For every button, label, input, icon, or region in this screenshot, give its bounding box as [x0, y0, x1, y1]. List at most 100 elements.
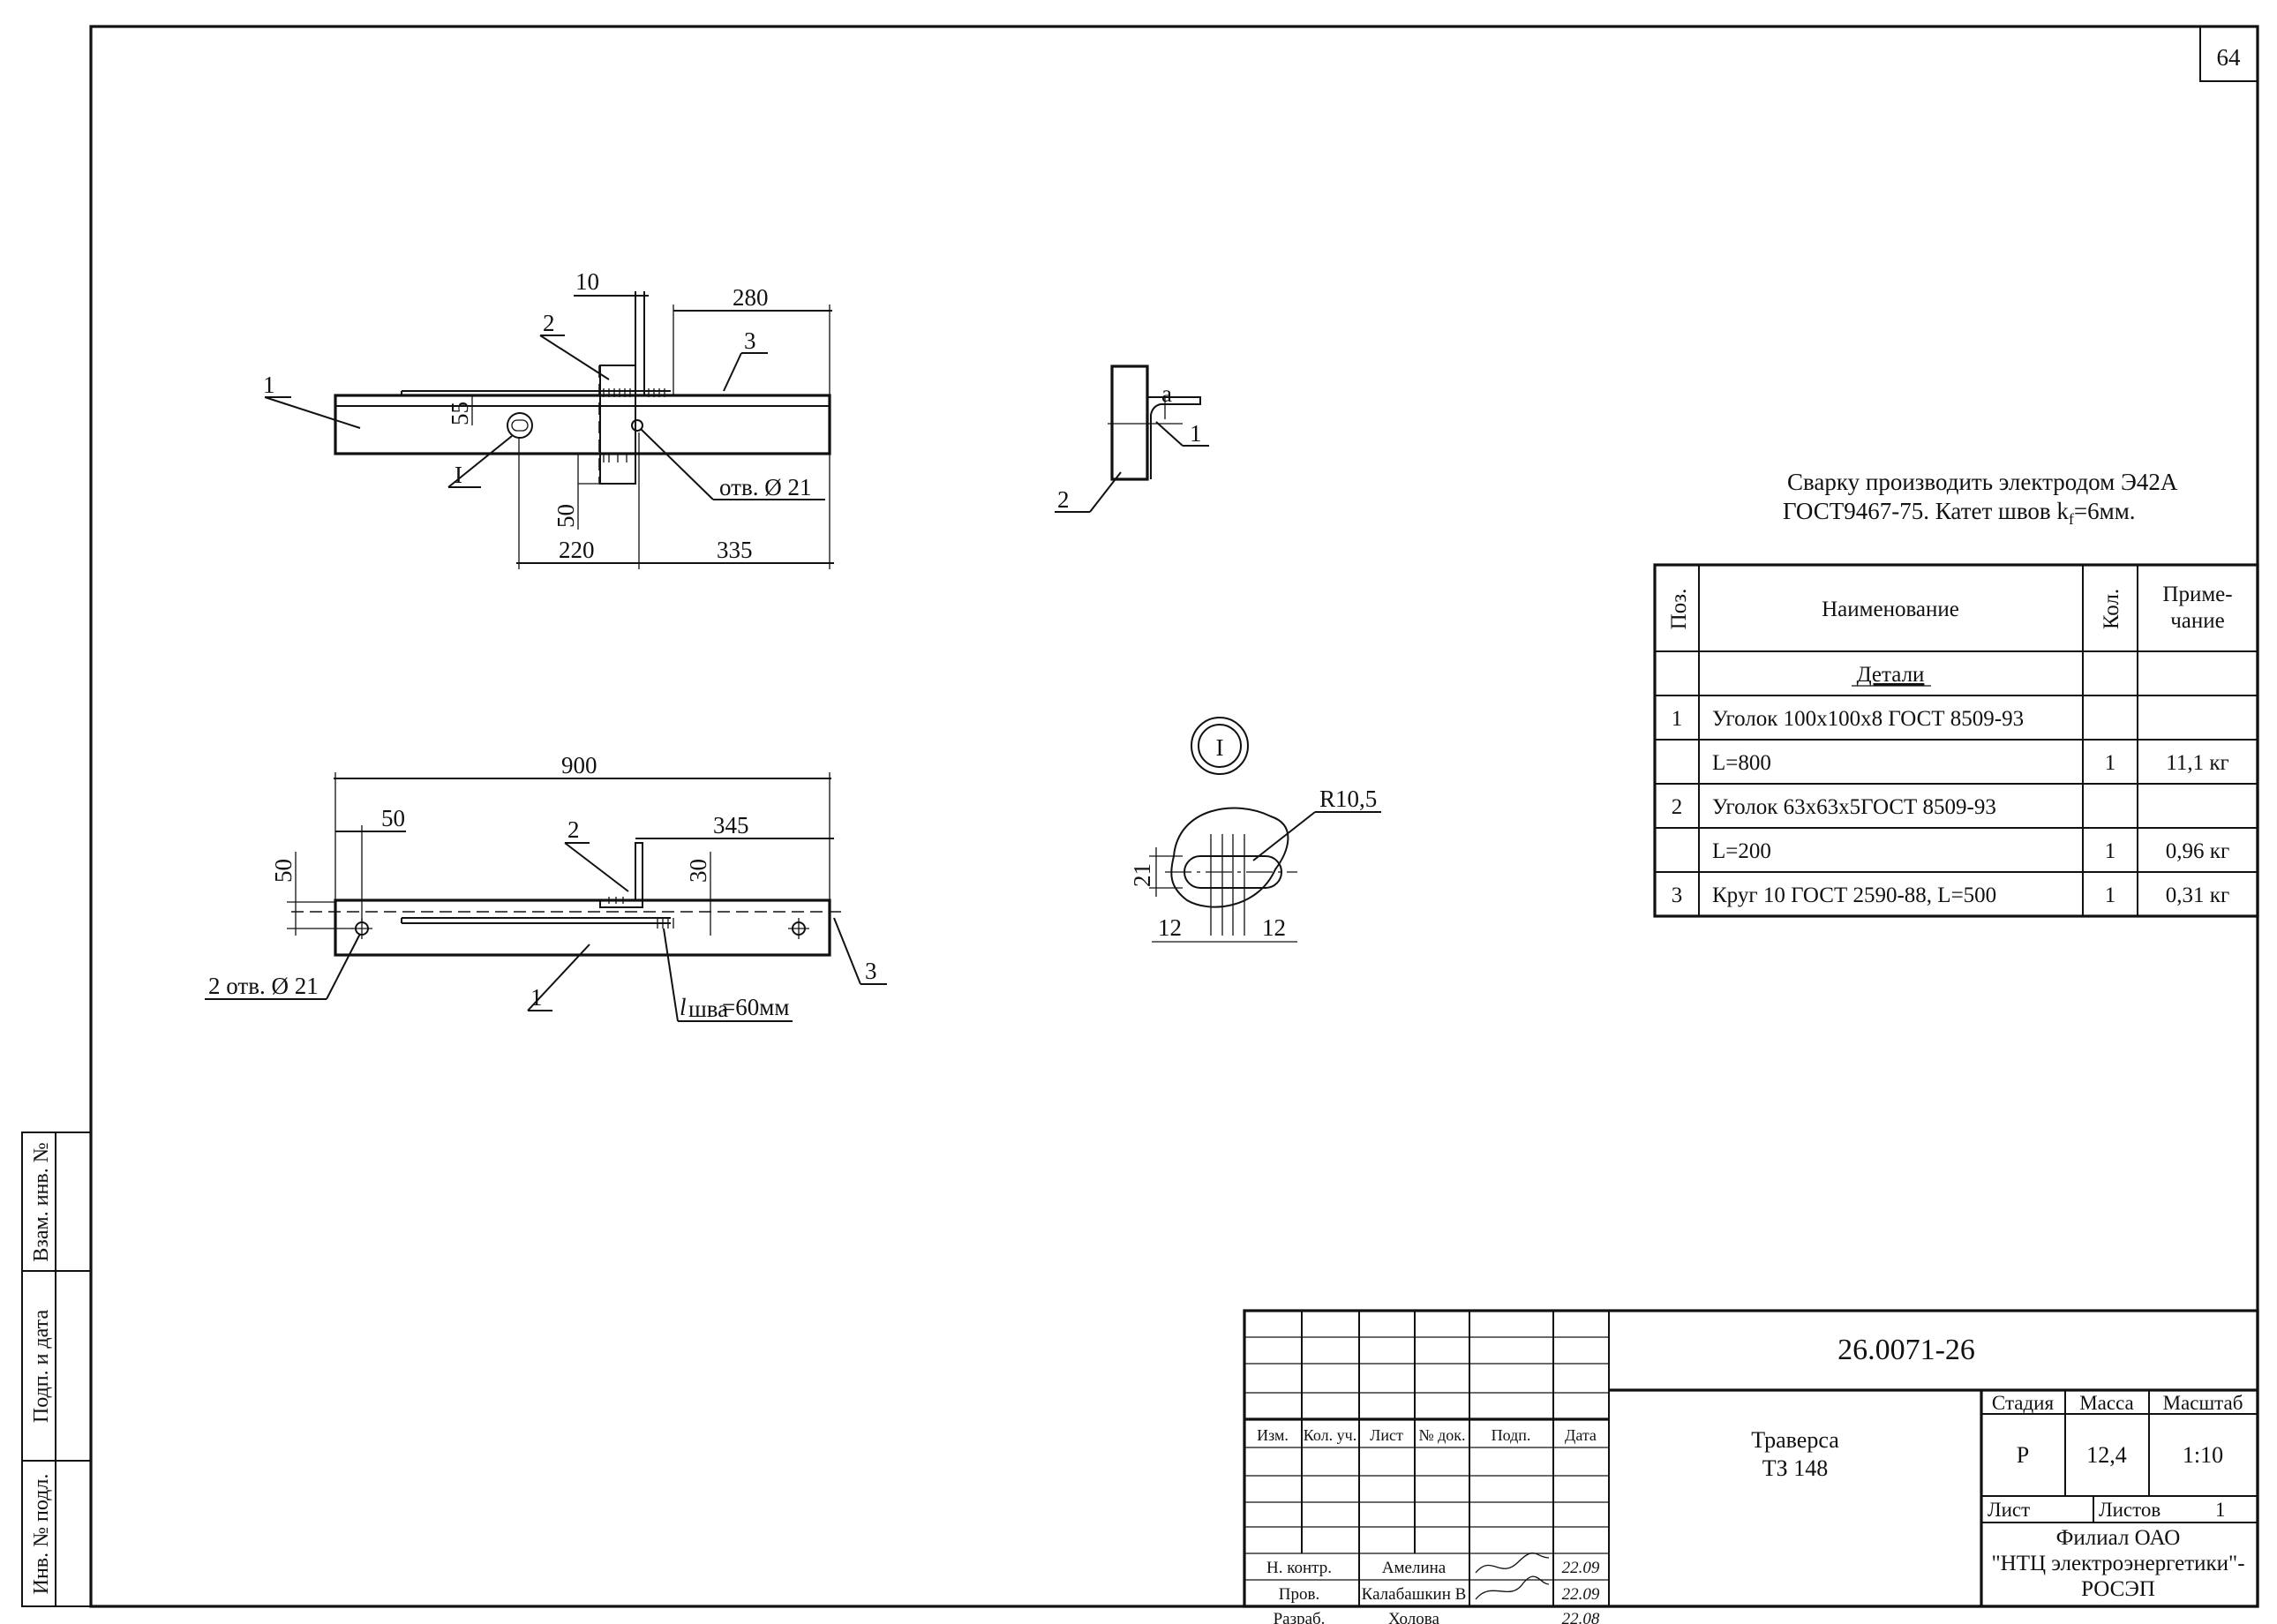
spec-header-qty: Кол. — [2100, 589, 2123, 629]
title-line-1: Траверса — [1751, 1427, 1839, 1453]
svg-text:0,31 кг: 0,31 кг — [2166, 883, 2229, 907]
svg-text:11,1 кг: 11,1 кг — [2166, 751, 2228, 775]
top-dim-220: 220 — [559, 537, 595, 563]
spec-header-pos: Поз. — [1667, 589, 1691, 630]
front-view: 900 50 345 50 30 2 1 3 2 отв. Ø 21 — [205, 752, 887, 1022]
angle-2-top — [599, 365, 636, 485]
doc-code: 26.0071-26 — [1837, 1334, 1975, 1366]
title-line-2: ТЗ 148 — [1762, 1455, 1828, 1481]
front-dim-900: 900 — [561, 752, 597, 778]
signature — [1475, 1575, 1550, 1600]
svg-text:1: 1 — [2105, 883, 2116, 907]
title-role-row: Разраб. Холова 22.08 — [1274, 1610, 1600, 1624]
scale-label: Масштаб — [2163, 1392, 2243, 1414]
spec-header-name: Наименование — [1822, 598, 1959, 621]
org-line-1: Филиал ОАО — [2056, 1526, 2181, 1550]
svg-text:22.09: 22.09 — [1562, 1585, 1600, 1604]
spec-table: Поз. Наименование Кол. Приме- чание Дета… — [1653, 563, 2259, 918]
svg-text:Разраб.: Разраб. — [1274, 1610, 1326, 1624]
stamp-inv-zam: Взам. инв. № — [30, 1142, 53, 1261]
top-dim-10: 10 — [575, 268, 599, 295]
notes: Сварку производить электродом Э42А ГОСТ9… — [1783, 469, 2178, 528]
detail-dim-12a: 12 — [1158, 914, 1182, 941]
table-row: 2 Уголок 63х63х5ГОСТ 8509-93 — [1672, 795, 1996, 819]
svg-text:№ док.: № док. — [1418, 1426, 1465, 1444]
svg-text:L=200: L=200 — [1712, 839, 1771, 863]
detail-marker: I — [1216, 734, 1224, 761]
svg-text:22.08: 22.08 — [1562, 1610, 1600, 1624]
weld-symbol: l — [680, 994, 687, 1020]
stamp-inv-podl: Инв. № подл. — [30, 1474, 53, 1595]
table-row: L=800 1 11,1 кг — [1712, 751, 2229, 775]
front-pos-3: 3 — [865, 958, 877, 984]
angle-1-front — [334, 898, 831, 957]
top-pos-3: 3 — [744, 327, 756, 354]
sheets-label: Листов — [2099, 1499, 2161, 1521]
title-role-row: Н. контр. Амелина 22.09 — [1266, 1552, 1600, 1577]
mass-value: 12,4 — [2086, 1442, 2127, 1468]
side-stamp: Взам. инв. № Подп. и дата Инв. № подл. — [21, 1132, 92, 1607]
svg-text:3: 3 — [1672, 883, 1683, 907]
sheet-number-box — [2199, 26, 2258, 82]
table-row: 3 Круг 10 ГОСТ 2590-88, L=500 1 0,31 кг — [1672, 883, 2229, 907]
front-dim-345: 345 — [713, 812, 749, 838]
table-row: L=200 1 0,96 кг — [1712, 839, 2229, 863]
stage-value: Р — [2017, 1442, 2029, 1468]
stage-label: Стадия — [1992, 1392, 2055, 1414]
sheet-label: Лист — [1988, 1499, 2030, 1521]
svg-text:Кол. уч.: Кол. уч. — [1304, 1426, 1356, 1444]
detail-dim-radius: R10,5 — [1319, 786, 1377, 812]
svg-text:1: 1 — [1672, 707, 1683, 731]
svg-text:Калабашкин В: Калабашкин В — [1362, 1585, 1467, 1604]
svg-text:Уголок 63х63х5ГОСТ 8509-93: Уголок 63х63х5ГОСТ 8509-93 — [1712, 795, 1996, 819]
front-dim-50a: 50 — [381, 805, 405, 831]
side-view: a 1 2 — [1055, 365, 1209, 513]
svg-text:Н. контр.: Н. контр. — [1266, 1559, 1332, 1577]
spec-header-note-2: чание — [2170, 609, 2225, 633]
svg-text:Дата: Дата — [1565, 1426, 1597, 1444]
note-line-1: Сварку производить электродом Э42А — [1787, 469, 2178, 495]
stamp-sign-date: Подп. и дата — [30, 1310, 53, 1424]
svg-text:a: a — [1161, 380, 1172, 407]
org-line-3: РОСЭП — [2081, 1577, 2155, 1601]
angle-1-top — [334, 394, 831, 455]
sheets-count: 1 — [2215, 1499, 2226, 1521]
top-dim-280: 280 — [733, 284, 769, 311]
top-detail-label: I — [455, 462, 462, 488]
detail-weld-outline — [1170, 807, 1289, 908]
spec-section-title: Детали — [1857, 663, 1925, 687]
svg-text:1: 1 — [2105, 839, 2116, 863]
weld-value: =60мм — [722, 994, 789, 1020]
top-dim-55: 55 — [447, 402, 473, 425]
front-pos-1: 1 — [530, 984, 543, 1011]
side-pos-1: 1 — [1190, 420, 1202, 447]
detail-dim-12b: 12 — [1262, 914, 1286, 941]
detail-marker-outer — [1191, 717, 1249, 775]
top-pos-2: 2 — [543, 310, 555, 336]
svg-text:Лист: Лист — [1370, 1426, 1403, 1444]
title-col-headers: Изм. Кол. уч. Лист № док. Подп. Дата — [1257, 1426, 1597, 1444]
svg-text:Пров.: Пров. — [1279, 1585, 1319, 1604]
mass-label: Масса — [2079, 1392, 2134, 1414]
svg-text:2: 2 — [1672, 795, 1683, 819]
front-dim-50b: 50 — [270, 859, 297, 883]
title-block: Изм. Кол. уч. Лист № док. Подп. Дата Н. … — [1243, 1309, 2259, 1624]
svg-text:0,96 кг: 0,96 кг — [2166, 839, 2229, 863]
top-view: I 1 2 3 отв. Ø 21 10 280 55 50 — [263, 268, 834, 569]
svg-text:Круг 10 ГОСТ 2590-88, L=500: Круг 10 ГОСТ 2590-88, L=500 — [1712, 883, 1996, 907]
svg-text:1: 1 — [2105, 751, 2116, 775]
svg-text:Изм.: Изм. — [1257, 1426, 1289, 1444]
detail-dim-21: 21 — [1129, 863, 1155, 887]
signature — [1475, 1552, 1550, 1574]
svg-text:Подп.: Подп. — [1492, 1426, 1531, 1444]
table-row: 1 Уголок 100х100х8 ГОСТ 8509-93 — [1672, 707, 2024, 731]
svg-text:Амелина: Амелина — [1382, 1559, 1447, 1577]
scale-value: 1:10 — [2183, 1442, 2223, 1468]
detail-view: I R10,5 21 12 12 — [1129, 717, 1381, 943]
front-pos-2: 2 — [567, 816, 580, 843]
svg-text:L=800: L=800 — [1712, 751, 1771, 775]
side-pos-2: 2 — [1057, 486, 1070, 513]
note-line-2: ГОСТ9467-75. Катет швов kf=6мм. — [1783, 498, 2136, 528]
org-line-2: "НТЦ электроэнергетики"- — [1991, 1552, 2244, 1575]
